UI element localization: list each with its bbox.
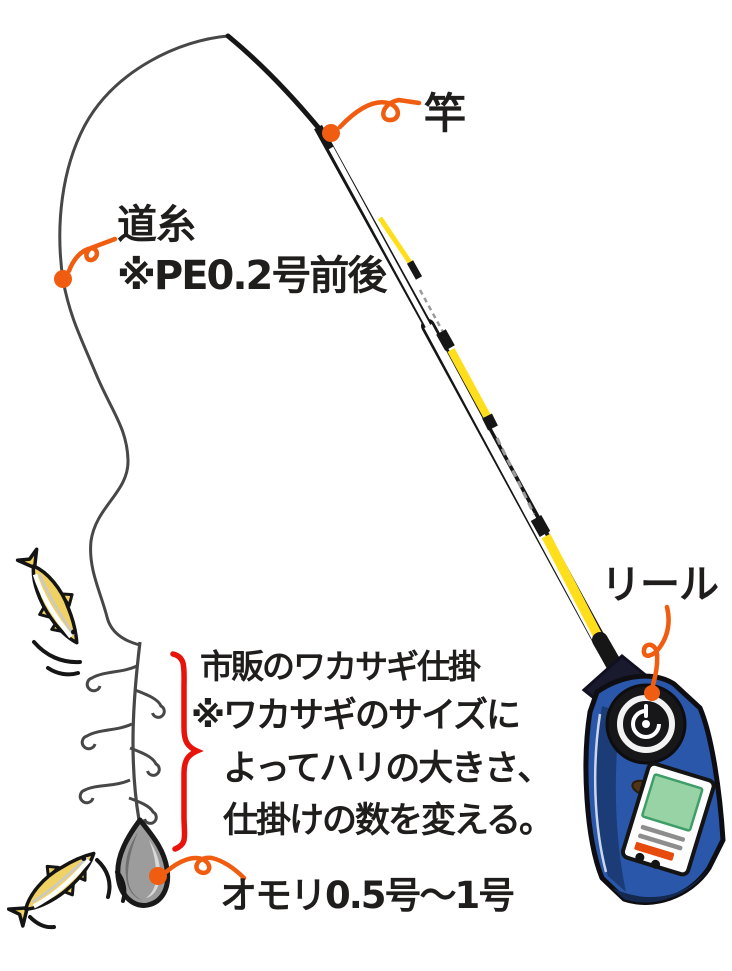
hook-icon — [78, 778, 131, 805]
rig-note-line3: 仕掛けの数を変える。 — [223, 801, 554, 841]
fish-icon — [6, 851, 96, 928]
hook-icon — [129, 746, 161, 777]
hook-icon — [85, 664, 138, 693]
fishing-rod-drawing — [225, 33, 646, 714]
reel-control-panel — [620, 761, 716, 877]
sinker-label: オモリ0.5号～1号 — [220, 874, 515, 917]
reel-pointer-curl — [641, 604, 671, 688]
reel-screen — [641, 773, 704, 832]
line-pointer-curl — [66, 236, 118, 274]
sinker-pointer-curl — [163, 855, 247, 881]
fish-motion-lines — [28, 858, 127, 930]
rig-title-label: 市販のワカサギ仕掛 — [200, 647, 481, 686]
hook-icon — [134, 688, 166, 719]
hook-icon — [128, 796, 158, 825]
fish-icon — [15, 547, 79, 645]
rig-brace — [170, 651, 204, 852]
electric-reel-drawing — [581, 654, 726, 905]
reel-label: リール — [601, 562, 719, 608]
pointer-curls — [54, 97, 671, 885]
rod-pointer-curl — [337, 97, 422, 130]
line-label: 道糸 — [117, 202, 196, 248]
fish-motion-lines — [32, 640, 82, 677]
line-note-label: ※PE0.2号前後 — [117, 253, 387, 299]
hook-rig-drawing — [78, 641, 166, 825]
rig-note-line2: よってハリの大きさ、 — [223, 749, 552, 789]
fishing-line-drawing — [58, 34, 229, 647]
rig-note-line1: ※ワカサギのサイズに — [191, 696, 521, 736]
rod-label: 竿 — [424, 89, 466, 138]
hook-icon — [80, 722, 133, 751]
